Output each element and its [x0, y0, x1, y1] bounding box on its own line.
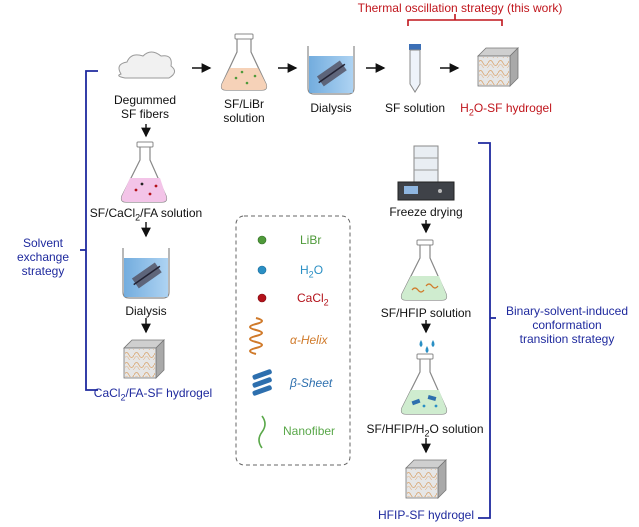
droplet-icon [419, 340, 435, 353]
hydrogel-cube-icon [123, 339, 165, 379]
tube-icon [409, 44, 421, 93]
hfip-sf-hydrogel-label: HFIP-SF hydrogel [377, 508, 475, 522]
cacl2-fa-sf-hydrogel-label: CaCl2/FA-SF hydrogel [93, 386, 213, 403]
alpha-helix-icon [249, 317, 263, 355]
nanofiber-icon [258, 415, 266, 449]
flask-icon [120, 141, 168, 203]
legend-box [235, 215, 351, 466]
flask-icon [400, 239, 448, 301]
sf-hfip-h2o-label: SF/HFIP/H2O solution [366, 422, 484, 439]
legend-libr: LiBr [300, 233, 322, 247]
thermal-bracket [407, 19, 503, 26]
legend-nanofiber: Nanofiber [283, 424, 336, 438]
flask-icon [220, 33, 268, 91]
hydrogel-cube-icon [477, 47, 519, 87]
sf-cacl2-fa-label: SF/CaCl2/FA solution [89, 206, 203, 223]
sf-solution-label: SF solution [384, 101, 446, 115]
cacl2-legend-icon [257, 293, 267, 303]
binary-solvent-bracket [478, 142, 491, 519]
dialysis-left-label: Dialysis [125, 304, 167, 318]
legend-cacl2: CaCl2 [297, 291, 329, 308]
beaker-icon [122, 248, 170, 299]
beta-sheet-icon [252, 369, 272, 396]
legend-h2o: H2O [300, 263, 324, 280]
dialysis-top-label: Dialysis [310, 101, 352, 115]
h2o-sf-hydrogel-label: H2O-SF hydrogel [460, 101, 552, 118]
flask-icon [400, 353, 448, 415]
cloud-icon [118, 51, 175, 79]
sf-hfip-label: SF/HFIP solution [380, 306, 472, 320]
h2o-legend-icon [257, 265, 267, 275]
beaker-icon [307, 46, 355, 95]
solvent-exchange-bracket [85, 70, 98, 391]
legend-beta-sheet: β-Sheet [290, 376, 333, 390]
hydrogel-cube-icon [405, 459, 447, 499]
freeze-drying-label: Freeze drying [389, 205, 463, 219]
libr-legend-icon [257, 235, 267, 245]
legend-alpha-helix: α-Helix [290, 333, 328, 347]
freeze-dryer-icon [397, 145, 455, 201]
thermal-strategy-title: Thermal oscillation strategy (this work) [357, 1, 563, 15]
